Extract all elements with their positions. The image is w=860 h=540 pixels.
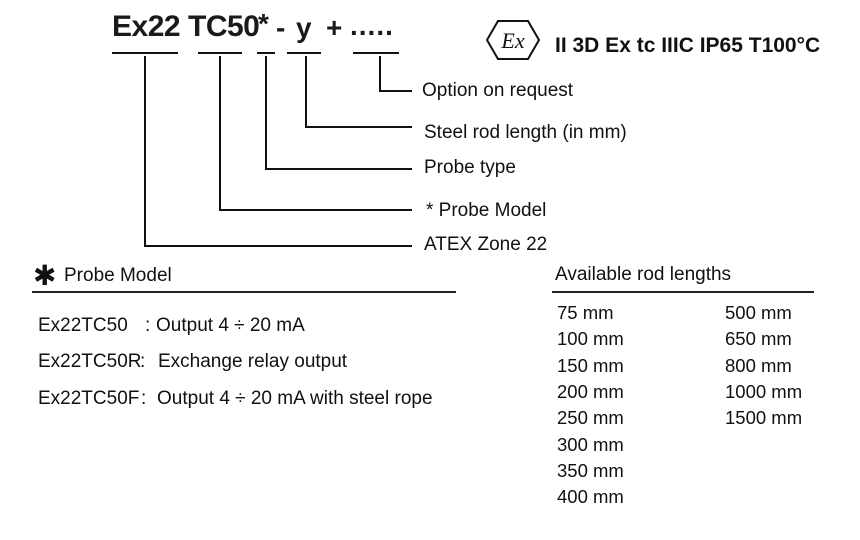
model-row-sep: : (145, 315, 151, 336)
model-row-sep: : (141, 388, 147, 409)
probe-model-title: Probe Model (64, 265, 172, 286)
model-row-desc: Output 4 ÷ 20 mA with steel rope (157, 388, 433, 409)
rod-lengths-title: Available rod lengths (555, 264, 732, 285)
certification-text: II 3D Ex tc IIIC IP65 T100°C (555, 34, 821, 57)
rod-length-item: 650 mm (725, 328, 792, 350)
rod-length-item: 150 mm (557, 354, 624, 376)
code-dash: - (276, 12, 286, 43)
underline-prefix (112, 52, 178, 54)
callout-atex-zone: ATEX Zone 22 (424, 234, 548, 255)
ex-logo-text: Ex (500, 28, 524, 53)
model-row-code: Ex22TC50 (38, 315, 128, 336)
rod-length-item: 800 mm (725, 354, 792, 376)
callout-steel-rod-length: Steel rod length (in mm) (424, 122, 627, 143)
code-prefix: Ex22 (112, 10, 181, 43)
callout-option-on-request: Option on request (422, 80, 574, 101)
rod-length-item: 75 mm (557, 302, 614, 323)
probe-model-rule (32, 291, 456, 293)
rod-length-item: 1000 mm (725, 380, 803, 402)
code-model: TC50 (188, 10, 260, 43)
model-row-code: Ex22TC50F (38, 388, 140, 409)
rod-length-item: 350 mm (557, 459, 624, 481)
rod-length-item: 300 mm (557, 433, 624, 455)
code-asterisk: * (258, 8, 269, 39)
code-plus: + (326, 12, 343, 43)
model-row-desc: Output 4 ÷ 20 mA (156, 315, 305, 336)
asterisk-icon: ✱ (33, 260, 57, 291)
underline-y (287, 52, 321, 54)
model-row-sep: : (140, 351, 146, 372)
underline-model (198, 52, 242, 54)
code-options-dots: ..... (350, 10, 394, 41)
underline-asterisk (257, 52, 275, 54)
rod-length-item: 400 mm (557, 486, 624, 508)
model-row-desc: Exchange relay output (158, 351, 348, 372)
callout-probe-type: Probe type (424, 157, 516, 178)
rod-length-item: 250 mm (557, 407, 624, 429)
rod-length-item: 200 mm (557, 380, 624, 402)
rod-length-item: 1500 mm (725, 407, 803, 429)
underline-options (353, 52, 399, 54)
model-row-code: Ex22TC50R (38, 351, 142, 372)
callout-probe-model: * Probe Model (426, 200, 547, 221)
rod-length-item: 500 mm (725, 302, 792, 323)
ex-hexagon-icon: Ex (485, 20, 541, 60)
code-y: y (296, 12, 312, 43)
rod-lengths-rule (552, 291, 814, 293)
rod-length-item: 100 mm (557, 328, 624, 350)
